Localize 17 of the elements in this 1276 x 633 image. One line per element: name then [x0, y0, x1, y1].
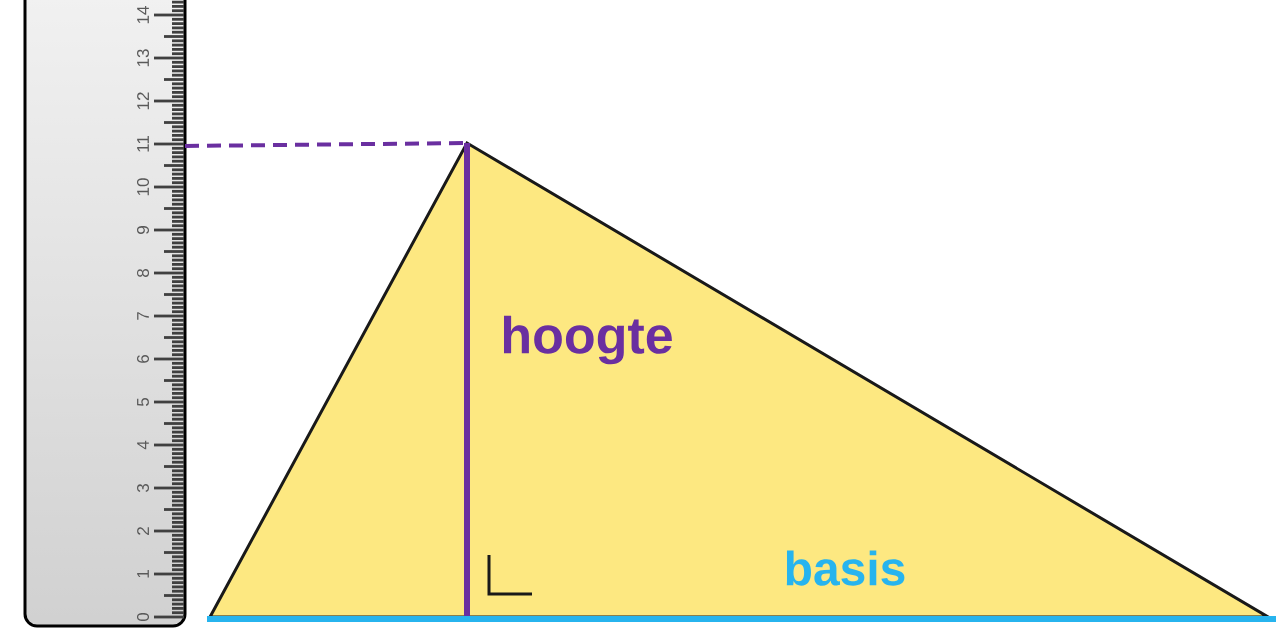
ruler-number: 6	[137, 355, 149, 363]
ruler-number: 11	[137, 136, 149, 152]
ruler-number: 12	[137, 92, 149, 110]
height-label: hoogte	[504, 315, 672, 365]
ruler-number: 9	[137, 226, 149, 234]
ruler-number: 13	[137, 49, 149, 67]
ruler-number: 4	[137, 440, 149, 450]
ruler-number: 0	[137, 612, 149, 622]
base-label: basis	[786, 550, 905, 586]
ruler-number: 5	[137, 398, 149, 407]
ruler-number: 14	[137, 6, 149, 24]
ruler-number: 8	[137, 269, 149, 277]
ruler-number: 7	[137, 312, 149, 320]
ruler-number: 1	[137, 570, 149, 578]
ruler-number: 2	[137, 527, 149, 535]
ruler-number: 10	[137, 178, 149, 196]
ruler-number: 3	[137, 484, 149, 493]
